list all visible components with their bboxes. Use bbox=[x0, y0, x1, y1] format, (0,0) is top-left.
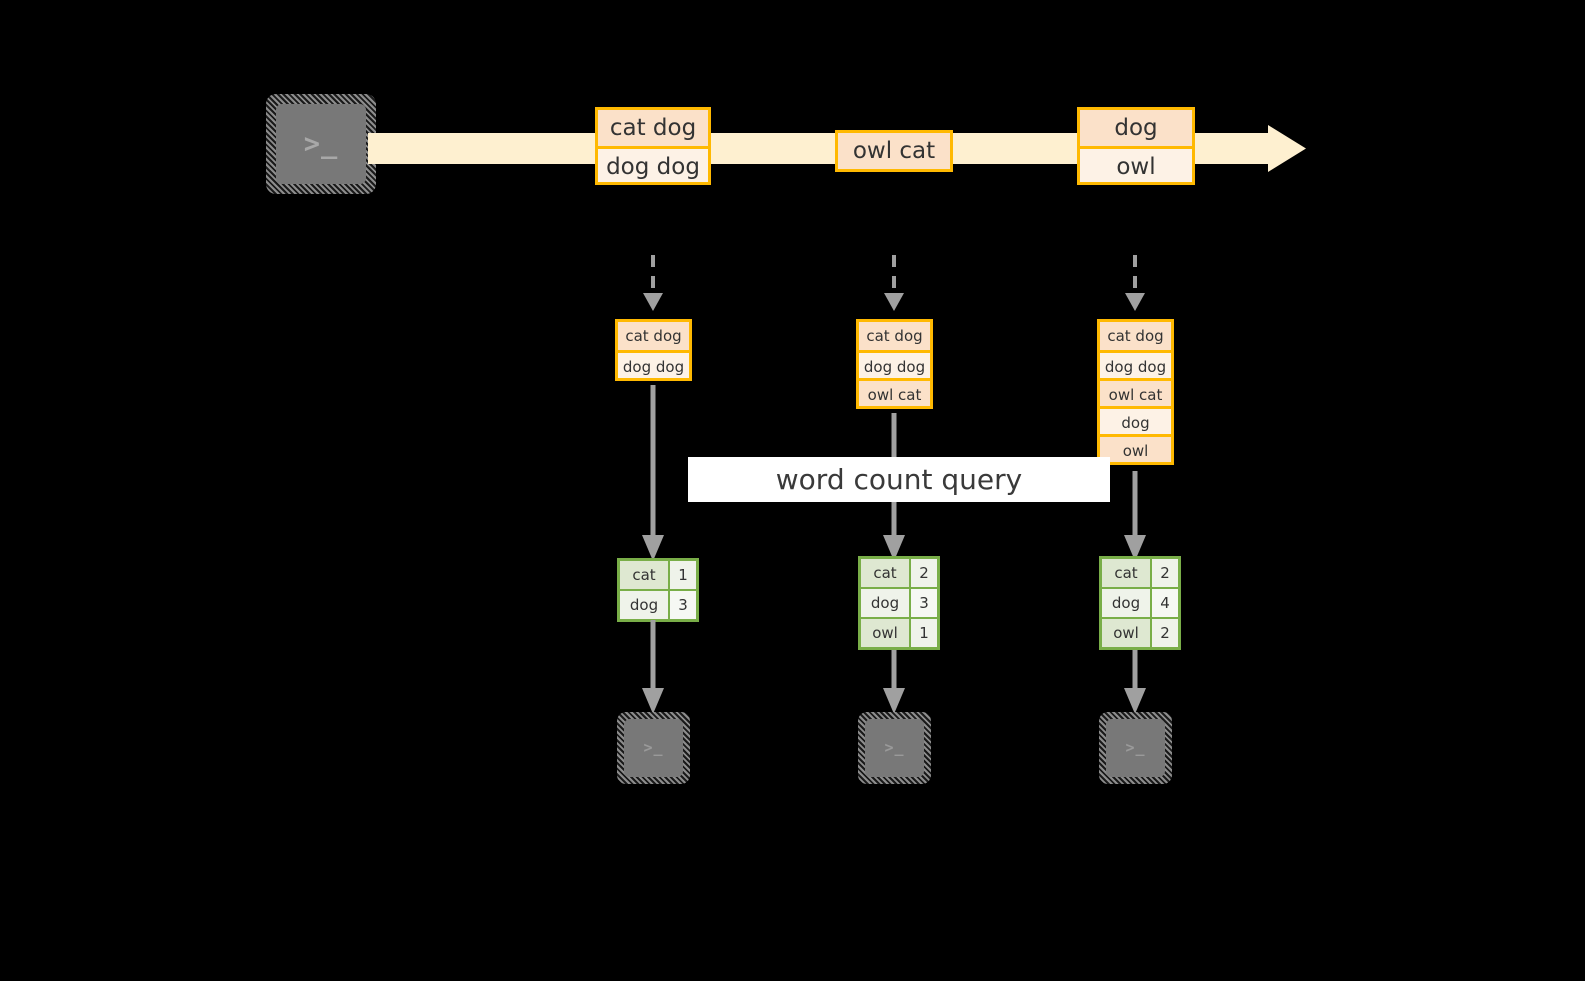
table-row: dog 3 bbox=[861, 587, 937, 617]
buffer-record: dog dog bbox=[859, 350, 930, 378]
snapshot-1-sink-terminal-icon: >_ bbox=[617, 712, 690, 784]
tap-arrow-1-shape bbox=[643, 255, 663, 311]
table-row: dog 3 bbox=[620, 589, 696, 619]
source-terminal-body: >_ bbox=[276, 104, 366, 184]
result-word: owl bbox=[1102, 619, 1150, 647]
query-label-band: word count query bbox=[688, 457, 1110, 502]
table-row: cat 2 bbox=[1102, 559, 1178, 587]
table-row: owl 2 bbox=[1102, 617, 1178, 647]
snapshot-3-input-buffer: cat dog dog dog owl cat dog owl bbox=[1097, 319, 1174, 465]
result-count: 2 bbox=[1150, 559, 1178, 587]
table-row: owl 1 bbox=[861, 617, 937, 647]
result-word: dog bbox=[861, 589, 909, 617]
stream-record-line: owl cat bbox=[838, 133, 950, 169]
result-word: dog bbox=[620, 591, 668, 619]
buffer-record: cat dog bbox=[618, 322, 689, 350]
snapshot-3-sink-terminal-icon: >_ bbox=[1099, 712, 1172, 784]
query-arrow-1 bbox=[640, 385, 666, 563]
source-terminal-icon: >_ bbox=[266, 94, 376, 194]
result-count: 4 bbox=[1150, 589, 1178, 617]
buffer-record: owl cat bbox=[859, 378, 930, 406]
buffer-record: owl cat bbox=[1100, 378, 1171, 406]
buffer-record: dog bbox=[1100, 406, 1171, 434]
result-word: cat bbox=[861, 559, 909, 587]
result-count: 1 bbox=[668, 561, 696, 589]
table-row: dog 4 bbox=[1102, 587, 1178, 617]
terminal-prompt-glyph: >_ bbox=[303, 128, 339, 160]
result-count: 1 bbox=[909, 619, 937, 647]
tap-arrow-3-shape bbox=[1125, 255, 1145, 311]
query-arrow-1-shape bbox=[642, 385, 664, 561]
snapshot-1-result-table: cat 1 dog 3 bbox=[617, 558, 699, 622]
result-count: 2 bbox=[909, 559, 937, 587]
stream-record-1: cat dog dog dog bbox=[595, 107, 711, 185]
stream-record-line: owl bbox=[1080, 146, 1192, 182]
result-count: 3 bbox=[909, 589, 937, 617]
result-word: owl bbox=[861, 619, 909, 647]
tap-arrow-2 bbox=[880, 255, 908, 320]
terminal-prompt-glyph: >_ bbox=[884, 738, 905, 757]
result-word: dog bbox=[1102, 589, 1150, 617]
snapshot-2-input-buffer: cat dog dog dog owl cat bbox=[856, 319, 933, 409]
result-count: 2 bbox=[1150, 619, 1178, 647]
stream-record-line: dog bbox=[1080, 110, 1192, 146]
stream-record-3: dog owl bbox=[1077, 107, 1195, 185]
sink-arrow-3-shape bbox=[1124, 650, 1146, 714]
stream-record-line: cat dog bbox=[598, 110, 708, 146]
buffer-record: dog dog bbox=[1100, 350, 1171, 378]
snapshot-3-result-table: cat 2 dog 4 owl 2 bbox=[1099, 556, 1181, 650]
sink-arrow-1-shape bbox=[642, 620, 664, 714]
stream-record-line: dog dog bbox=[598, 146, 708, 182]
buffer-record: cat dog bbox=[859, 322, 930, 350]
sink-terminal-body: >_ bbox=[624, 719, 683, 777]
buffer-record: dog dog bbox=[618, 350, 689, 378]
snapshot-2-result-table: cat 2 dog 3 owl 1 bbox=[858, 556, 940, 650]
sink-arrow-2 bbox=[881, 650, 907, 716]
result-count: 3 bbox=[668, 591, 696, 619]
query-arrow-3-shape bbox=[1124, 471, 1146, 561]
buffer-record: cat dog bbox=[1100, 322, 1171, 350]
sink-terminal-body: >_ bbox=[865, 719, 924, 777]
sink-arrow-2-shape bbox=[883, 650, 905, 714]
sink-terminal-body: >_ bbox=[1106, 719, 1165, 777]
terminal-prompt-glyph: >_ bbox=[1125, 738, 1146, 757]
query-arrow-3 bbox=[1122, 471, 1148, 563]
snapshot-2-sink-terminal-icon: >_ bbox=[858, 712, 931, 784]
buffer-record: owl bbox=[1100, 434, 1171, 462]
result-word: cat bbox=[1102, 559, 1150, 587]
terminal-prompt-glyph: >_ bbox=[643, 738, 664, 757]
stream-record-2: owl cat bbox=[835, 130, 953, 172]
tap-arrow-2-shape bbox=[884, 255, 904, 311]
tap-arrow-3 bbox=[1121, 255, 1149, 320]
query-label-text: word count query bbox=[775, 463, 1023, 496]
table-row: cat 1 bbox=[620, 561, 696, 589]
table-row: cat 2 bbox=[861, 559, 937, 587]
sink-arrow-1 bbox=[640, 620, 666, 716]
snapshot-1-input-buffer: cat dog dog dog bbox=[615, 319, 692, 381]
tap-arrow-1 bbox=[639, 255, 667, 320]
sink-arrow-3 bbox=[1122, 650, 1148, 716]
result-word: cat bbox=[620, 561, 668, 589]
